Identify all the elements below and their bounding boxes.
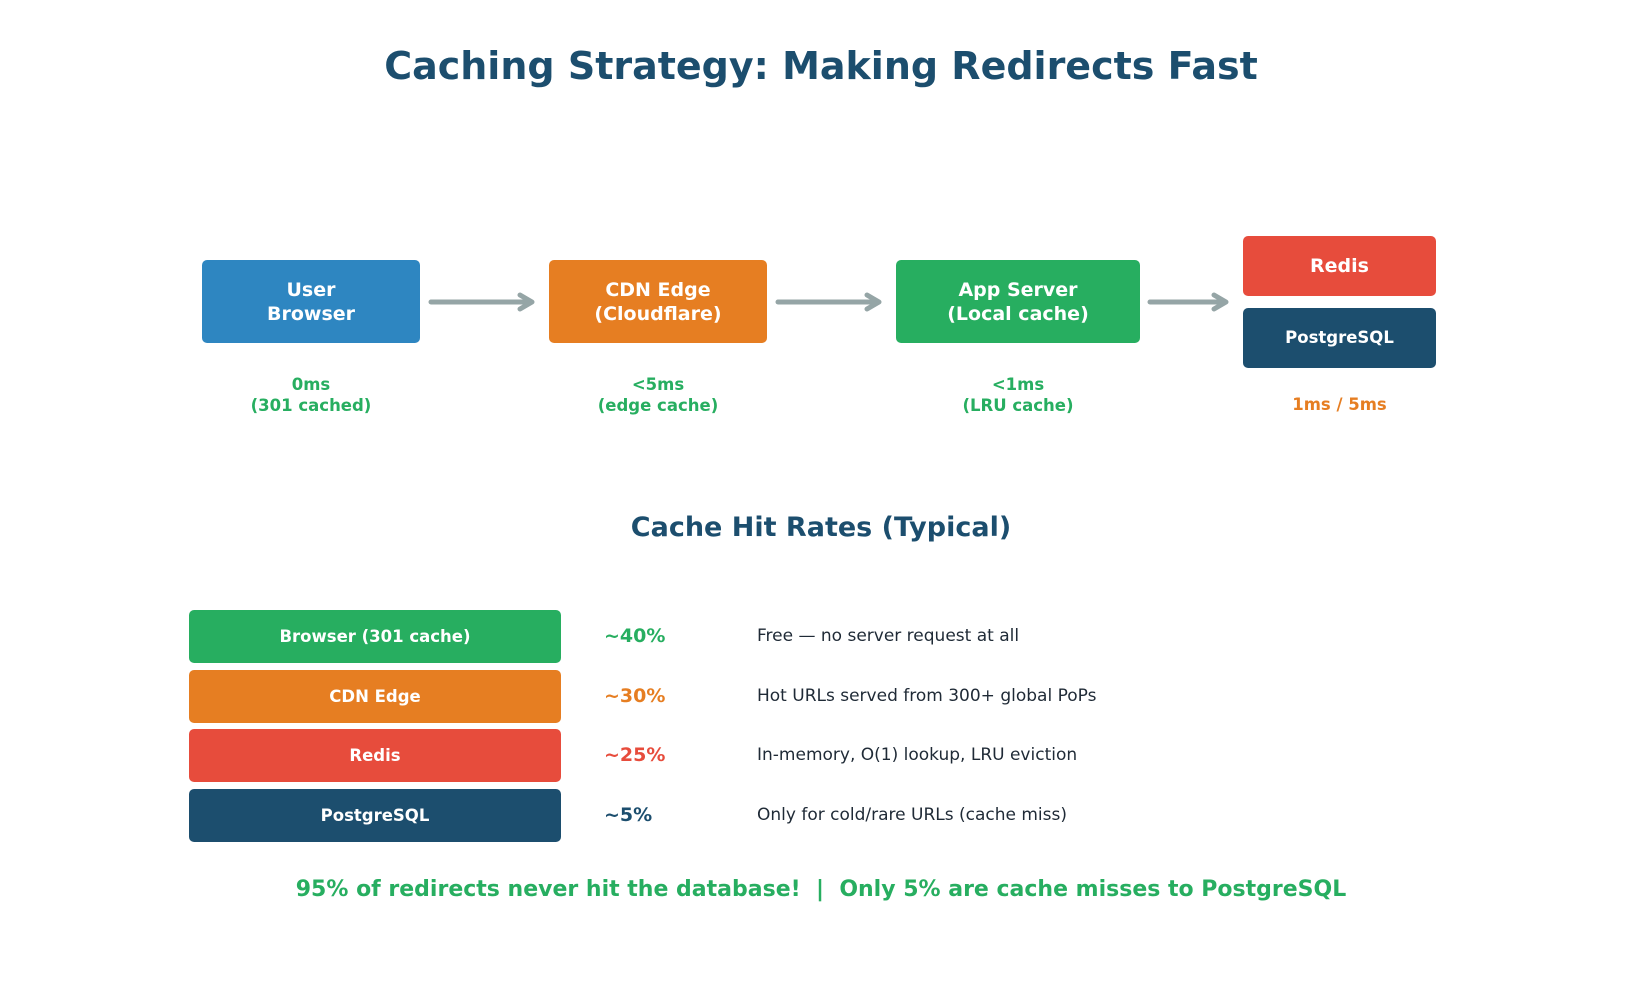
node-postgresql: PostgreSQL (1243, 308, 1436, 368)
hit-rate-description: In-memory, O(1) lookup, LRU eviction (757, 745, 1078, 765)
hit-rate-description: Hot URLs served from 300+ global PoPs (757, 686, 1097, 706)
hit-rate-value: ~25% (604, 744, 666, 766)
latency-app-server: <1ms (LRU cache) (962, 375, 1074, 415)
hit-rate-description: Free — no server request at all (757, 626, 1020, 646)
hit-rate-bar-postgresql: PostgreSQL (189, 789, 561, 842)
latency-browser: 0ms (301 cached) (250, 375, 372, 415)
arrow-right-icon (1147, 292, 1229, 312)
node-app-server: App Server (Local cache) (896, 260, 1140, 343)
node-redis: Redis (1243, 236, 1436, 296)
hit-rate-bar-redis: Redis (189, 729, 561, 782)
hit-rate-bar-cdn: CDN Edge (189, 670, 561, 723)
arrow-right-icon (775, 292, 882, 312)
node-user-browser: User Browser (202, 260, 420, 343)
hit-rate-value: ~30% (604, 685, 666, 707)
hit-rate-bar-browser: Browser (301 cache) (189, 610, 561, 663)
hit-rate-value: ~40% (604, 625, 666, 647)
diagram-title: Caching Strategy: Making Redirects Fast (384, 44, 1258, 88)
latency-datastores: 1ms / 5ms (1292, 395, 1387, 414)
hit-rate-value: ~5% (604, 804, 653, 826)
hit-rate-description: Only for cold/rare URLs (cache miss) (757, 805, 1067, 825)
latency-cdn: <5ms (edge cache) (597, 375, 719, 415)
hit-rates-title: Cache Hit Rates (Typical) (630, 512, 1012, 543)
arrow-right-icon (428, 292, 535, 312)
summary-footer: 95% of redirects never hit the database!… (295, 877, 1347, 902)
node-cdn-edge: CDN Edge (Cloudflare) (549, 260, 767, 343)
